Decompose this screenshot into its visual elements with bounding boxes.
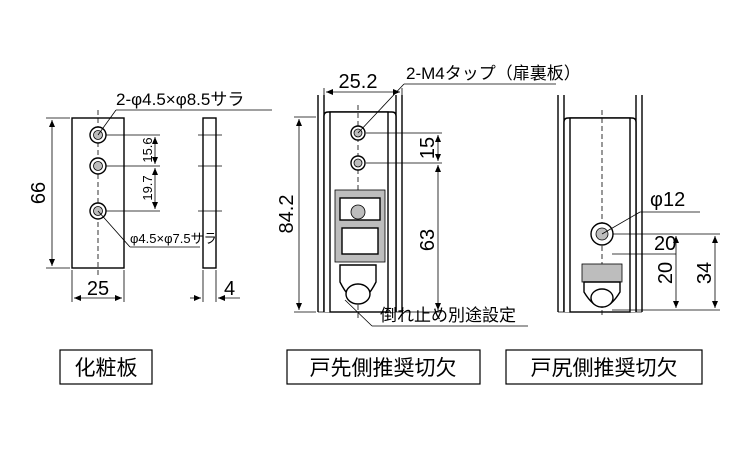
caption-cover-plate-text: 化粧板 <box>75 357 138 380</box>
front-height-dim: 84.2 <box>276 195 298 234</box>
rear-hole-dim: φ12 <box>650 189 685 211</box>
hole-note-bottom: φ4.5×φ7.5サラ <box>130 231 217 246</box>
rear-height-dim: 34 <box>694 262 716 284</box>
door-rear-view: φ12 20 20 34 <box>557 95 720 318</box>
cover-plate-view: 66 25 4 15.6 19.7 2-φ4.5×φ8.5サラ φ4.5×φ7.… <box>28 90 272 302</box>
rear-offset-dim-1: 20 <box>654 233 676 255</box>
tap-hole-bottom <box>350 155 366 171</box>
tap-note: 2-M4タップ（扉裏板） <box>406 63 581 83</box>
hole-note-top: 2-φ4.5×φ8.5サラ <box>116 90 244 109</box>
plate-pitch-dim-upper: 15.6 <box>140 137 155 162</box>
door-front-view: 25.2 84.2 15 63 2-M4タップ（扉裏板） 倒れ止め別途設定 <box>276 63 581 327</box>
caption-door-rear: 戸尻側推奨切欠 <box>505 349 703 385</box>
caption-door-rear-text: 戸尻側推奨切欠 <box>531 357 678 380</box>
plate-thickness-dim: 4 <box>224 278 235 300</box>
countersink-hole-middle <box>89 157 107 175</box>
caption-cover-plate: 化粧板 <box>59 349 153 385</box>
plate-height-dim: 66 <box>28 182 50 204</box>
plate-pitch-dim-lower: 19.7 <box>140 175 155 200</box>
rear-offset-dim-2: 20 <box>655 262 677 284</box>
front-pitch-dim: 15 <box>417 137 439 159</box>
caption-door-front-text: 戸先側推奨切欠 <box>310 357 457 380</box>
plate-width-dim: 25 <box>87 278 109 300</box>
front-depth-dim: 63 <box>417 229 439 251</box>
front-width-dim: 25.2 <box>339 71 378 93</box>
fall-prevention-note: 倒れ止め別途設定 <box>380 306 516 325</box>
caption-door-front: 戸先側推奨切欠 <box>286 349 481 385</box>
cover-plate-side <box>202 117 217 269</box>
